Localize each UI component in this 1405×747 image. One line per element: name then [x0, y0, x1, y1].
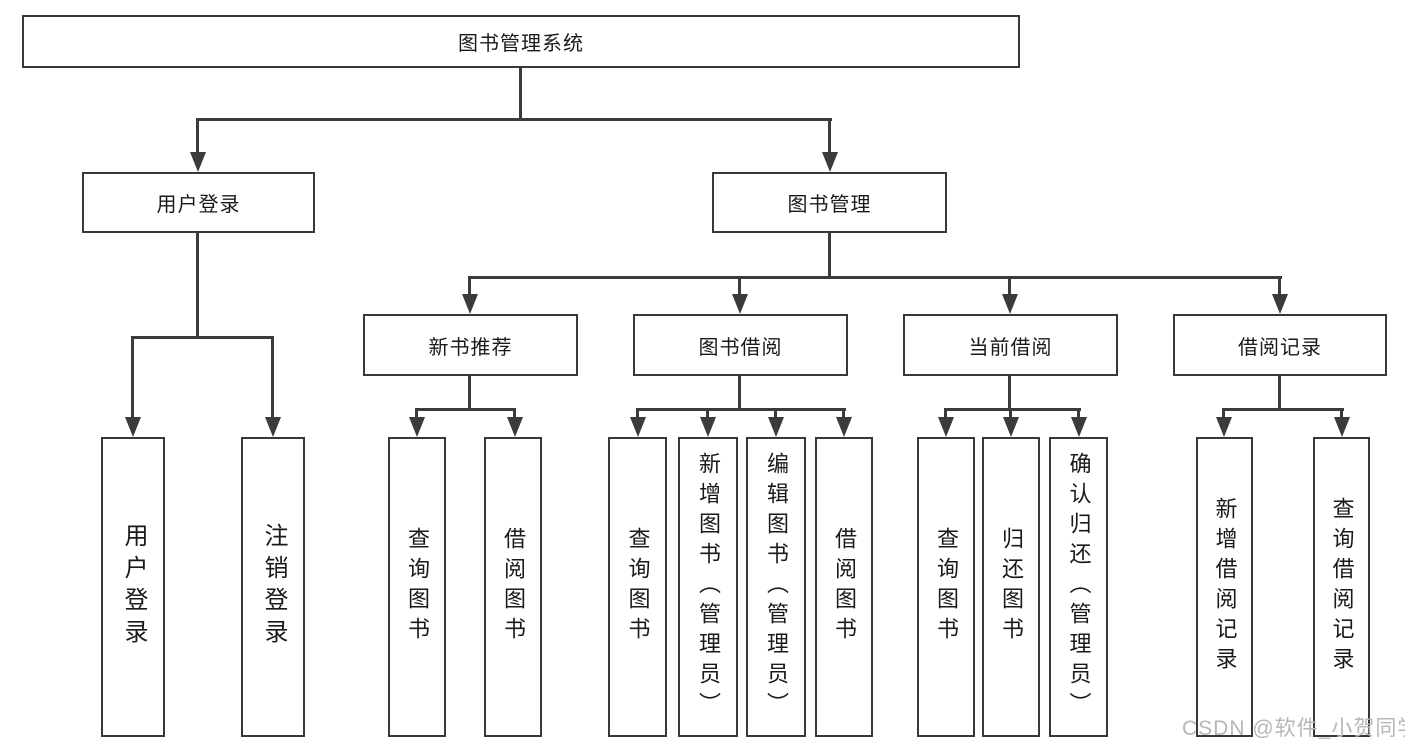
connector-line — [1222, 408, 1225, 419]
leaf-query-books-recommend: 查询图书 — [388, 437, 446, 737]
csdn-watermark: CSDN @软件_小贺同学 — [1182, 717, 1405, 740]
leaf-query-books-current-label: 查询图书 — [934, 527, 959, 647]
arrow-down-icon — [1071, 417, 1087, 437]
connector-line — [828, 118, 831, 154]
connector-line — [842, 408, 845, 419]
connector-line — [1077, 408, 1080, 419]
connector-line — [131, 336, 274, 339]
leaf-confirm-return-admin: 确认归还（管理员） — [1049, 437, 1108, 737]
arrow-down-icon — [507, 417, 523, 437]
arrow-down-icon — [1003, 417, 1019, 437]
arrow-down-icon — [462, 294, 478, 314]
leaf-query-books-borrow: 查询图书 — [608, 437, 667, 737]
leaf-return-books: 归还图书 — [982, 437, 1040, 737]
leaf-logout-label: 注销登录 — [260, 523, 287, 651]
connector-line — [944, 408, 947, 419]
connector-line — [1340, 408, 1343, 419]
node-book-borrow-label: 图书借阅 — [698, 336, 783, 359]
node-book-management-label: 图书管理 — [787, 194, 872, 216]
node-root: 图书管理系统 — [22, 15, 1020, 68]
connector-line — [1222, 408, 1344, 411]
arrow-down-icon — [265, 417, 281, 437]
connector-line — [706, 408, 709, 419]
leaf-query-books-current: 查询图书 — [917, 437, 975, 737]
arrow-down-icon — [1216, 417, 1232, 437]
connector-line — [1008, 276, 1011, 296]
node-user-login: 用户登录 — [82, 172, 315, 233]
connector-line — [196, 118, 832, 121]
arrow-down-icon — [630, 417, 646, 437]
arrow-down-icon — [190, 152, 206, 172]
connector-line — [738, 376, 741, 408]
node-borrow-records-label: 借阅记录 — [1238, 336, 1322, 359]
connector-line — [1278, 276, 1281, 296]
leaf-query-borrow-record-label: 查询借阅记录 — [1329, 497, 1355, 677]
leaf-add-books-admin: 新增图书（管理员） — [678, 437, 738, 737]
leaf-query-borrow-record: 查询借阅记录 — [1313, 437, 1370, 737]
node-book-borrow: 图书借阅 — [633, 314, 848, 376]
arrow-down-icon — [409, 417, 425, 437]
connector-line — [774, 408, 777, 419]
leaf-return-books-label: 归还图书 — [999, 527, 1024, 647]
leaf-borrow-books-recommend: 借阅图书 — [484, 437, 542, 737]
connector-line — [828, 233, 831, 276]
node-new-book-recommend: 新书推荐 — [363, 314, 578, 376]
leaf-query-books-recommend-label: 查询图书 — [405, 527, 430, 647]
node-book-management: 图书管理 — [712, 172, 947, 233]
leaf-borrow-books: 借阅图书 — [815, 437, 873, 737]
connector-line — [513, 408, 516, 419]
arrow-down-icon — [836, 417, 852, 437]
connector-line — [944, 408, 1081, 411]
connector-line — [1009, 408, 1012, 419]
leaf-edit-books-admin: 编辑图书（管理员） — [746, 437, 806, 737]
arrow-down-icon — [822, 152, 838, 172]
connector-line — [271, 336, 274, 419]
connector-line — [415, 408, 516, 411]
arrow-down-icon — [938, 417, 954, 437]
leaf-user-login-label: 用户登录 — [120, 523, 147, 651]
leaf-add-borrow-record: 新增借阅记录 — [1196, 437, 1253, 737]
connector-line — [1008, 376, 1011, 408]
leaf-logout: 注销登录 — [241, 437, 305, 737]
connector-line — [1278, 376, 1281, 408]
connector-line — [196, 118, 199, 154]
connector-line — [738, 276, 741, 296]
arrow-down-icon — [700, 417, 716, 437]
arrow-down-icon — [1272, 294, 1288, 314]
leaf-borrow-books-recommend-label: 借阅图书 — [501, 527, 526, 647]
node-root-label: 图书管理系统 — [458, 33, 584, 55]
arrow-down-icon — [125, 417, 141, 437]
connector-line — [468, 276, 471, 296]
arrow-down-icon — [732, 294, 748, 314]
leaf-add-borrow-record-label: 新增借阅记录 — [1212, 497, 1238, 677]
connector-line — [196, 233, 199, 336]
node-borrow-records: 借阅记录 — [1173, 314, 1387, 376]
connector-line — [415, 408, 418, 419]
node-new-book-recommend-label: 新书推荐 — [428, 336, 513, 359]
leaf-edit-books-admin-label: 编辑图书（管理员） — [764, 452, 789, 722]
connector-line — [468, 376, 471, 408]
connector-line — [131, 336, 134, 419]
node-current-borrow-label: 当前借阅 — [968, 336, 1053, 359]
arrow-down-icon — [768, 417, 784, 437]
arrow-down-icon — [1002, 294, 1018, 314]
connector-line — [636, 408, 639, 419]
node-current-borrow: 当前借阅 — [903, 314, 1118, 376]
leaf-user-login: 用户登录 — [101, 437, 165, 737]
connector-line — [468, 276, 1282, 279]
connector-line — [519, 68, 522, 118]
leaf-add-books-admin-label: 新增图书（管理员） — [696, 452, 721, 722]
leaf-query-books-borrow-label: 查询图书 — [625, 527, 651, 647]
leaf-borrow-books-label: 借阅图书 — [832, 527, 857, 647]
node-user-login-label: 用户登录 — [156, 194, 241, 216]
arrow-down-icon — [1334, 417, 1350, 437]
connector-line — [636, 408, 846, 411]
leaf-confirm-return-admin-label: 确认归还（管理员） — [1066, 452, 1092, 722]
